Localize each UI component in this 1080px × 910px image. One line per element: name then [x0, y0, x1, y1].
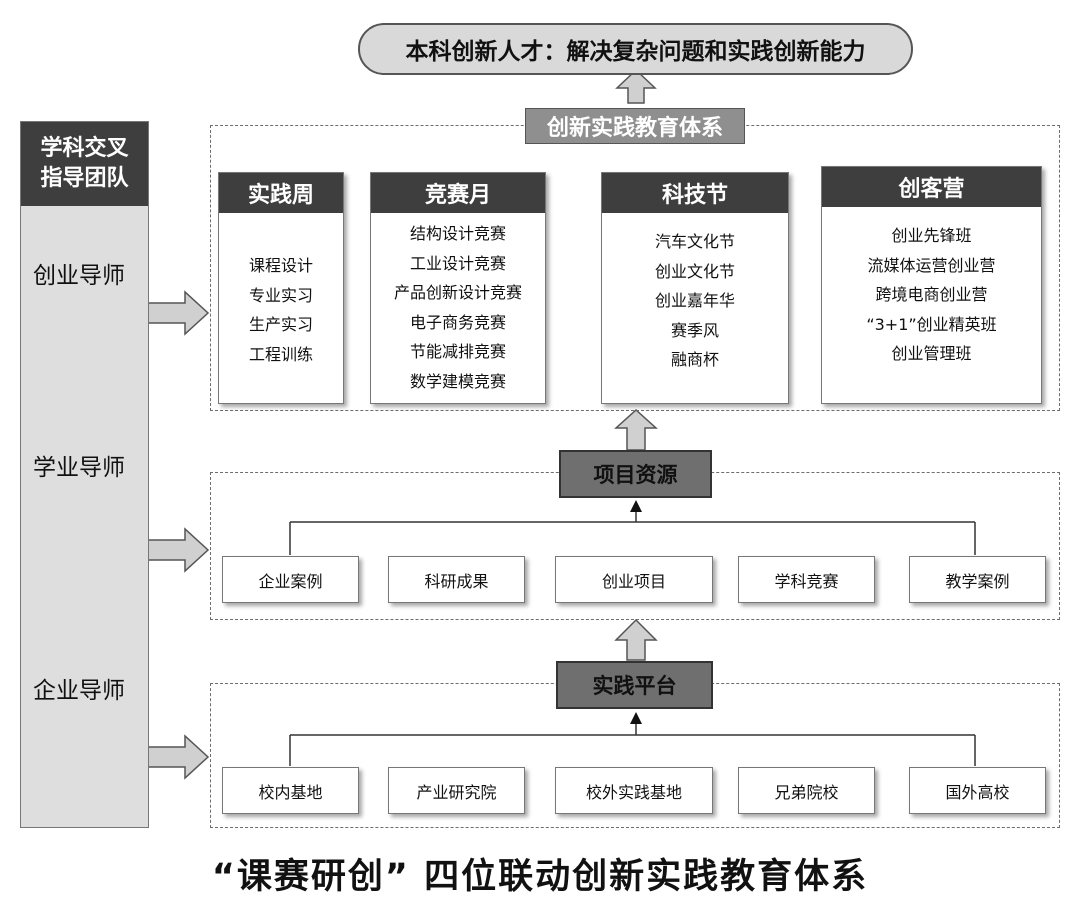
- list-item: 创业管理班: [891, 344, 972, 363]
- practice-platform-label-text: 实践平台: [592, 674, 677, 698]
- resource-label: 创业项目: [601, 571, 666, 591]
- mentor-panel-header-line1: 学科交叉: [40, 136, 129, 161]
- platform-box: 校外实践基地: [555, 767, 713, 814]
- list-item: 创业嘉年华: [654, 291, 735, 310]
- list-item: 流媒体运营创业营: [867, 255, 996, 275]
- list-item: 工业设计竞赛: [409, 253, 506, 273]
- project-resources-label: 项目资源: [559, 450, 712, 498]
- small-up-arrow-icon: [630, 500, 642, 512]
- up-arrow-icon: [614, 408, 658, 451]
- mentor-academic: 学业导师: [33, 455, 125, 481]
- right-arrow-icon: [147, 734, 210, 780]
- resource-label: 企业案例: [258, 571, 323, 591]
- column-title: 科技节: [602, 173, 788, 213]
- list-item: 工程训练: [248, 344, 313, 364]
- mentor-enterprise: 企业导师: [33, 678, 125, 704]
- mentor-entrepreneur: 创业导师: [33, 263, 125, 289]
- column-competition-month: 竞赛月 结构设计竞赛 工业设计竞赛 产品创新设计竞赛 电子商务竞赛 节能减排竞赛…: [370, 172, 546, 404]
- right-arrow-icon: [147, 290, 210, 336]
- top-goal-label: 本科创新人才：解决复杂问题和实践创新能力: [405, 39, 866, 65]
- resource-box: 科研成果: [388, 556, 525, 603]
- platform-box: 兄弟院校: [738, 767, 875, 814]
- column-title: 实践周: [219, 173, 343, 213]
- small-up-arrow-icon: [630, 712, 642, 724]
- list-item: 融商杯: [670, 350, 719, 369]
- list-item: “3+1”创业精英班: [866, 314, 997, 334]
- column-items: 课程设计 专业实习 生产实习 工程训练: [219, 213, 343, 369]
- practice-platform-tree: [289, 722, 976, 766]
- resource-box: 教学案例: [909, 556, 1046, 603]
- list-item: 生产实习: [248, 315, 313, 334]
- list-item: 汽车文化节: [654, 232, 735, 251]
- resource-label: 学科竞赛: [774, 571, 839, 591]
- list-item: 电子商务竞赛: [409, 312, 506, 332]
- project-resources-tree: [289, 510, 976, 555]
- mentor-panel: 学科交叉 指导团队: [20, 121, 149, 828]
- list-item: 创业先锋班: [891, 226, 972, 245]
- list-item: 数学建模竞赛: [409, 371, 506, 391]
- practice-platform-label: 实践平台: [556, 661, 713, 709]
- column-maker-camp: 创客营 创业先锋班 流媒体运营创业营 跨境电商创业营 “3+1”创业精英班 创业…: [821, 166, 1042, 404]
- resource-box: 企业案例: [222, 556, 359, 603]
- list-item: 产品创新设计竞赛: [393, 283, 522, 302]
- right-arrow-icon: [147, 527, 210, 573]
- project-resources-label-text: 项目资源: [593, 463, 678, 487]
- list-item: 专业实习: [248, 285, 313, 305]
- platform-label: 国外高校: [945, 782, 1010, 802]
- mentor-panel-header: 学科交叉 指导团队: [21, 122, 148, 206]
- list-item: 跨境电商创业营: [875, 285, 988, 304]
- platform-label: 兄弟院校: [774, 782, 839, 802]
- resource-box: 学科竞赛: [738, 556, 875, 603]
- figure-caption: “课赛研创” 四位联动创新实践教育体系: [211, 857, 869, 897]
- resource-label: 教学案例: [945, 571, 1010, 591]
- column-items: 创业先锋班 流媒体运营创业营 跨境电商创业营 “3+1”创业精英班 创业管理班: [822, 207, 1041, 369]
- platform-box: 国外高校: [909, 767, 1046, 814]
- mentor-panel-header-line2: 指导团队: [40, 166, 129, 191]
- column-items: 汽车文化节 创业文化节 创业嘉年华 赛季风 融商杯: [602, 213, 788, 375]
- list-item: 赛季风: [670, 320, 719, 340]
- platform-label: 产业研究院: [416, 782, 497, 802]
- up-arrow-icon: [615, 68, 657, 104]
- column-tech-festival: 科技节 汽车文化节 创业文化节 创业嘉年华 赛季风 融商杯: [601, 172, 789, 404]
- system-label-text: 创新实践教育体系: [546, 116, 723, 141]
- platform-label: 校外实践基地: [585, 782, 682, 802]
- platform-box: 校内基地: [222, 767, 359, 814]
- up-arrow-icon: [614, 618, 658, 661]
- list-item: 节能减排竞赛: [409, 342, 506, 361]
- platform-box: 产业研究院: [388, 767, 525, 814]
- list-item: 创业文化节: [654, 261, 735, 281]
- column-practice-week: 实践周 课程设计 专业实习 生产实习 工程训练: [218, 172, 344, 404]
- column-title: 创客营: [822, 167, 1041, 207]
- resource-label: 科研成果: [424, 571, 489, 591]
- list-item: 课程设计: [248, 256, 313, 275]
- column-title: 竞赛月: [371, 173, 545, 213]
- column-items: 结构设计竞赛 工业设计竞赛 产品创新设计竞赛 电子商务竞赛 节能减排竞赛 数学建…: [371, 213, 545, 396]
- top-goal: 本科创新人才：解决复杂问题和实践创新能力: [358, 23, 913, 75]
- resource-box: 创业项目: [555, 556, 713, 603]
- list-item: 结构设计竞赛: [409, 224, 506, 243]
- platform-label: 校内基地: [258, 782, 323, 802]
- system-label: 创新实践教育体系: [525, 108, 745, 144]
